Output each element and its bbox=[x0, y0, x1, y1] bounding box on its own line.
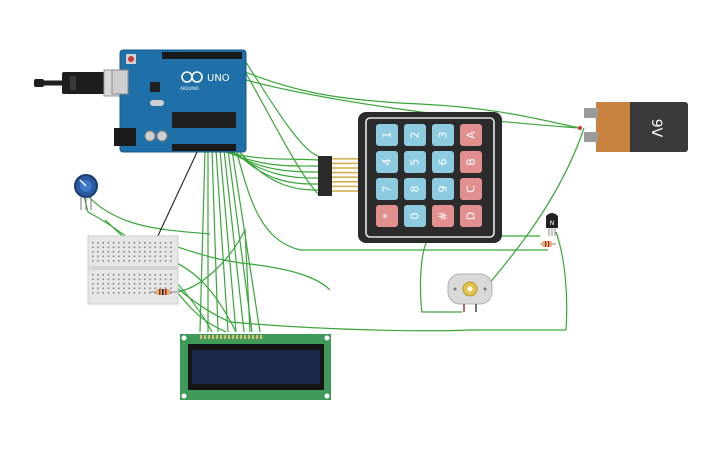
transistor-label: N bbox=[550, 220, 555, 227]
keypad-key[interactable]: 2 bbox=[404, 124, 426, 146]
lcd-pin bbox=[212, 335, 215, 339]
keypad-key[interactable]: 3 bbox=[432, 124, 454, 146]
wire[interactable] bbox=[219, 149, 237, 333]
connector-pin bbox=[332, 176, 358, 178]
wire[interactable] bbox=[233, 149, 319, 185]
wire[interactable] bbox=[199, 149, 206, 333]
lcd-pin bbox=[216, 335, 219, 339]
keypad-key[interactable]: 1 bbox=[376, 124, 398, 146]
keypad-key-label: 8 bbox=[409, 186, 422, 193]
connector-pin bbox=[332, 167, 358, 169]
keypad-key[interactable]: D bbox=[460, 205, 482, 227]
wire[interactable] bbox=[174, 227, 251, 333]
lcd-pin bbox=[256, 335, 259, 339]
lcd-pin bbox=[204, 335, 207, 339]
arduino-logo-icon bbox=[181, 71, 203, 83]
wire[interactable] bbox=[211, 149, 219, 333]
keypad-key[interactable]: B bbox=[460, 151, 482, 173]
transistor-icon[interactable]: N bbox=[546, 213, 558, 236]
resistor-icon[interactable] bbox=[150, 289, 178, 295]
wire-black[interactable] bbox=[155, 149, 199, 241]
keypad-key-label: D bbox=[465, 212, 478, 220]
keypad-key-label: 9 bbox=[437, 186, 450, 193]
keypad-key-label: 5 bbox=[409, 159, 422, 166]
keypad-key-label: 3 bbox=[437, 132, 450, 139]
connector-pin bbox=[332, 181, 358, 183]
connector-pin bbox=[332, 190, 358, 192]
wire[interactable] bbox=[237, 149, 319, 191]
battery-9v[interactable]: 9V bbox=[578, 102, 688, 152]
lcd-pin bbox=[252, 335, 255, 339]
connector-pin bbox=[332, 158, 358, 160]
keypad-connector bbox=[318, 156, 358, 196]
keypad-key[interactable]: # bbox=[432, 205, 454, 227]
keypad-key[interactable]: 4 bbox=[376, 151, 398, 173]
wire[interactable] bbox=[154, 239, 331, 291]
lcd-pin bbox=[228, 335, 231, 339]
keypad-key-label: C bbox=[465, 185, 478, 193]
wire[interactable] bbox=[223, 149, 245, 333]
keypad-key[interactable]: C bbox=[460, 178, 482, 200]
keypad-key[interactable]: 0 bbox=[404, 205, 426, 227]
lcd-pin bbox=[220, 335, 223, 339]
wire[interactable] bbox=[229, 149, 319, 179]
keypad-key-label: 2 bbox=[409, 132, 422, 139]
battery-label: 9V bbox=[648, 119, 664, 138]
keypad-key[interactable]: 8 bbox=[404, 178, 426, 200]
keypad-key-label: B bbox=[465, 158, 478, 166]
keypad-key-label: 6 bbox=[437, 159, 450, 166]
lcd-pin bbox=[260, 335, 263, 339]
keypad-key-label: 7 bbox=[381, 186, 394, 193]
keypad-key[interactable]: 6 bbox=[432, 151, 454, 173]
wire[interactable] bbox=[215, 149, 229, 333]
keypad-key[interactable]: 5 bbox=[404, 151, 426, 173]
lcd-pin bbox=[236, 335, 239, 339]
wire[interactable] bbox=[225, 149, 319, 173]
arduino-brand-label: ARDUINO bbox=[180, 86, 199, 91]
connector-pin bbox=[332, 185, 358, 188]
lcd-pin bbox=[248, 335, 251, 339]
resistor-icon[interactable] bbox=[540, 241, 556, 247]
arduino-uno-label: UNO bbox=[207, 73, 230, 84]
lcd-pin bbox=[240, 335, 243, 339]
wire[interactable] bbox=[241, 55, 319, 157]
keypad-key-label: # bbox=[437, 211, 450, 220]
keypad-key-label: 4 bbox=[381, 159, 394, 166]
usb-cable-icon bbox=[34, 69, 123, 97]
lcd-pin bbox=[232, 335, 235, 339]
wire[interactable] bbox=[239, 69, 581, 129]
connector-pin bbox=[332, 171, 358, 174]
dc-motor-icon[interactable] bbox=[447, 273, 493, 312]
lcd-screen bbox=[192, 350, 320, 384]
lcd-pin bbox=[224, 335, 227, 339]
lcd-display[interactable] bbox=[180, 334, 331, 400]
keypad-key[interactable]: A bbox=[460, 124, 482, 146]
keypad[interactable]: 1 4 7 * 2 5 8 0 3 6 9 # A B C D bbox=[358, 112, 502, 243]
lcd-pin bbox=[208, 335, 211, 339]
keypad-key[interactable]: * bbox=[376, 205, 398, 227]
keypad-key[interactable]: 9 bbox=[432, 178, 454, 200]
arduino-uno[interactable]: UNO ARDUINO bbox=[111, 49, 247, 153]
keypad-key-label: 0 bbox=[409, 213, 422, 220]
connector-pin bbox=[332, 162, 358, 165]
potentiometer-icon[interactable] bbox=[74, 174, 98, 210]
keypad-key-label: * bbox=[381, 213, 394, 219]
dark-wires bbox=[155, 149, 199, 241]
lcd-pin bbox=[200, 335, 203, 339]
keypad-key-label: 1 bbox=[381, 132, 394, 139]
keypad-key[interactable]: 7 bbox=[376, 178, 398, 200]
wire[interactable] bbox=[235, 55, 319, 195]
keypad-key-label: A bbox=[465, 131, 478, 139]
wire[interactable] bbox=[87, 195, 211, 235]
wire[interactable] bbox=[245, 79, 581, 129]
lcd-pin bbox=[244, 335, 247, 339]
wire[interactable] bbox=[235, 149, 548, 251]
